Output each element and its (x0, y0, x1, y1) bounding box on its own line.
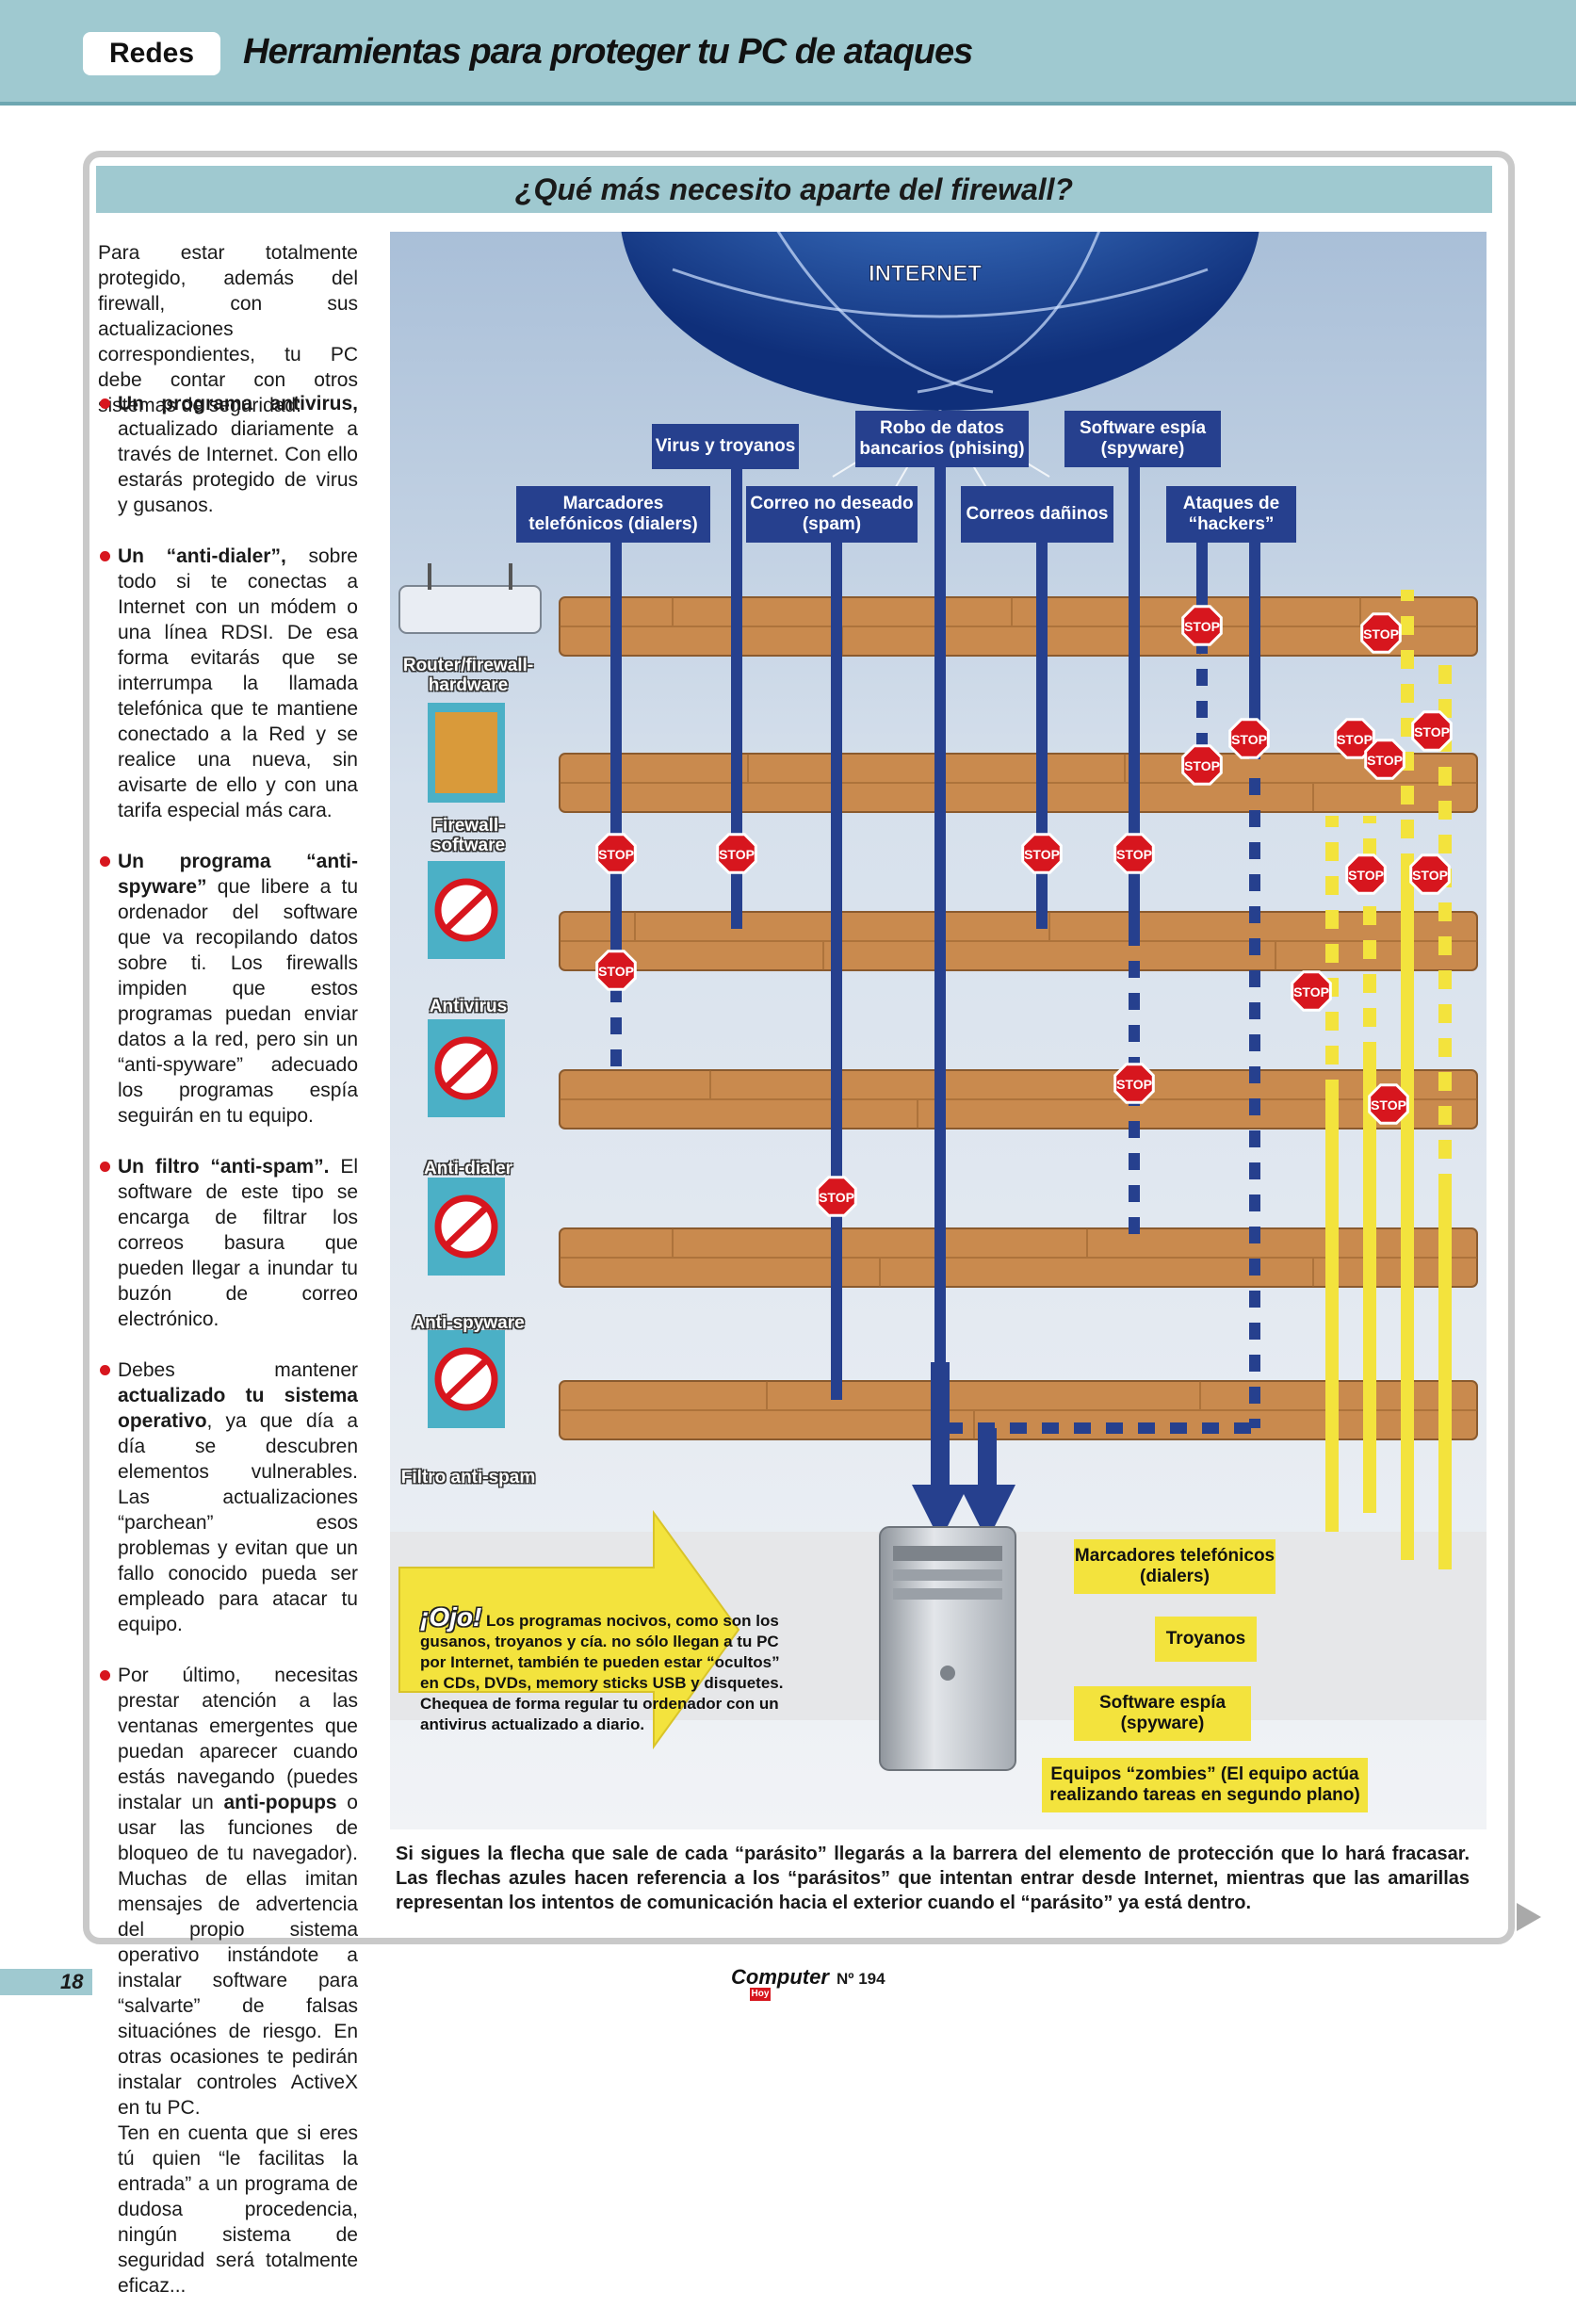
threat-dialers: Marcadores telefónicos (dialers) (516, 486, 710, 543)
incoming-arrows (610, 458, 1260, 1485)
layer-label-anti-spam: Filtro anti-spam (400, 1468, 536, 1487)
antivirus-icon (428, 861, 505, 959)
stop-sign-icon: STOP (1113, 833, 1155, 874)
firewall-software-icon (428, 703, 505, 803)
stop-sign-icon: STOP (1364, 739, 1405, 780)
stop-sign-icon: STOP (1181, 605, 1223, 646)
threat-spyware: Software espía (spyware) (1064, 411, 1221, 467)
layer-label-router: Router/firewall-hardware (402, 656, 534, 695)
stop-sign-label: STOP (1414, 724, 1450, 739)
stop-sign-label: STOP (598, 847, 634, 862)
stop-sign-label: STOP (1412, 868, 1448, 883)
stop-sign-icon: STOP (1228, 718, 1270, 759)
layer-label-anti-dialer: Anti-dialer (424, 1159, 512, 1178)
stop-sign-label: STOP (598, 964, 634, 979)
threat-correos-danos: Correos dañinos (961, 486, 1113, 543)
stop-sign-label: STOP (1293, 984, 1329, 999)
layer-label-anti-spyware: Anti-spyware (412, 1313, 525, 1333)
stop-sign-icon: STOP (1409, 853, 1451, 895)
stop-signs: STOP STOP STOP STOP STOP STOP STOP STOP STOP STOP… (595, 605, 1453, 1217)
stop-sign-label: STOP (1363, 626, 1399, 642)
router-icon (398, 563, 542, 634)
stop-sign-label: STOP (1116, 847, 1152, 862)
stop-sign-icon: STOP (1368, 1083, 1409, 1125)
pc-tower-icon (879, 1526, 1016, 1771)
box-title: ¿Qué más necesito aparte del firewall? (96, 166, 1492, 213)
walls (559, 596, 1478, 1440)
diagram-graphic: INTERNET (390, 232, 1487, 1829)
bullet-list: Un programa antivirus, actualizado diari… (98, 391, 358, 2324)
stop-sign-icon: STOP (1334, 718, 1375, 759)
layer-label-antivirus: Antivirus (429, 997, 508, 1016)
bullet-dot-icon (100, 551, 110, 561)
bullet-dot-icon (100, 1670, 110, 1681)
outgoing-spyware: Software espía (spyware) (1074, 1686, 1251, 1741)
stop-sign-icon: STOP (816, 1176, 857, 1217)
bullet-dot-icon (100, 1365, 110, 1375)
threat-hackers: Ataques de “hackers” (1166, 486, 1296, 543)
stop-sign-icon: STOP (1113, 1063, 1155, 1104)
stop-sign-label: STOP (819, 1190, 854, 1205)
next-page-arrow-icon (1517, 1903, 1541, 1931)
anti-spyware-icon (428, 1178, 505, 1276)
diagram-caption: Si sigues la flecha que sale de cada “pa… (396, 1844, 1470, 1913)
layer-label-firewall-software: Firewall-software (431, 816, 506, 855)
stop-sign-icon: STOP (1021, 833, 1063, 874)
bullet-dot-icon (100, 398, 110, 409)
lead-paragraph: Para estar totalmente protegido, además … (98, 242, 358, 416)
stop-sign-label: STOP (719, 847, 755, 862)
bullet-dot-icon (100, 1162, 110, 1172)
stop-sign-icon: STOP (595, 833, 637, 874)
list-item: Debes mantener actualizado tu sistema op… (98, 1357, 358, 1637)
anti-spam-icon (428, 1330, 505, 1428)
warning-tag: ¡Ojo! (420, 1602, 482, 1632)
outgoing-dialers: Marcadores telefónicos (dialers) (1074, 1539, 1275, 1594)
pc-entry-arrows (912, 1362, 1015, 1541)
bullet-dot-icon (100, 856, 110, 867)
stop-sign-label: STOP (1231, 732, 1267, 747)
stop-sign-label: STOP (1337, 732, 1373, 747)
stop-sign-icon: STOP (1360, 612, 1402, 654)
list-item: Un “anti-dialer”, sobre todo si te conec… (98, 544, 358, 823)
stop-sign-icon: STOP (595, 950, 637, 991)
list-item: Un programa antivirus, actualizado diari… (98, 391, 358, 518)
threat-spam: Correo no deseado (spam) (746, 486, 918, 543)
brand-logo: Computer (731, 1965, 829, 1989)
footer-bar (0, 1969, 92, 1995)
warning-note: ¡Ojo! Los programas nocivos, como son lo… (420, 1602, 784, 1734)
firewall-diagram: INTERNET (390, 232, 1487, 1829)
stop-sign-label: STOP (1371, 1097, 1406, 1113)
page-header (0, 0, 1576, 106)
outgoing-arrows (1325, 872, 1452, 1569)
stop-sign-icon: STOP (1345, 853, 1387, 895)
stop-sign-label: STOP (1184, 758, 1220, 773)
list-item: Un programa “anti-spyware” que libere a … (98, 849, 358, 1129)
stop-sign-icon: STOP (1411, 710, 1453, 752)
ojo-arrow (398, 1509, 740, 1750)
stop-sign-label: STOP (1367, 753, 1403, 768)
threat-virus-troyanos: Virus y troyanos (652, 424, 799, 469)
page-title: Herramientas para proteger tu PC de ataq… (243, 32, 973, 72)
issue-number: Nº 194 (837, 1970, 885, 1988)
section-tag: Redes (83, 32, 220, 75)
stop-sign-label: STOP (1348, 868, 1384, 883)
stop-sign-label: STOP (1116, 1077, 1152, 1092)
stop-sign-icon: STOP (1291, 970, 1332, 1012)
threat-phising: Robo de datos bancarios (phising) (855, 411, 1029, 467)
page-number: 18 (60, 1970, 84, 1993)
outgoing-zombies: Equipos “zombies” (El equipo actúa reali… (1042, 1758, 1368, 1812)
brand-logo-sub: Hoy (750, 1988, 771, 2001)
stop-sign-label: STOP (1184, 619, 1220, 634)
stop-sign-icon: STOP (716, 833, 757, 874)
stop-sign-label: STOP (1024, 847, 1060, 862)
outgoing-troyanos: Troyanos (1155, 1617, 1257, 1662)
list-item: Por último, necesitas prestar atención a… (98, 1663, 358, 2299)
anti-dialer-icon (428, 1019, 505, 1117)
list-item: Un filtro “anti-spam”. El software de es… (98, 1154, 358, 1332)
internet-label: INTERNET (869, 261, 982, 286)
stop-sign-icon: STOP (1181, 744, 1223, 786)
